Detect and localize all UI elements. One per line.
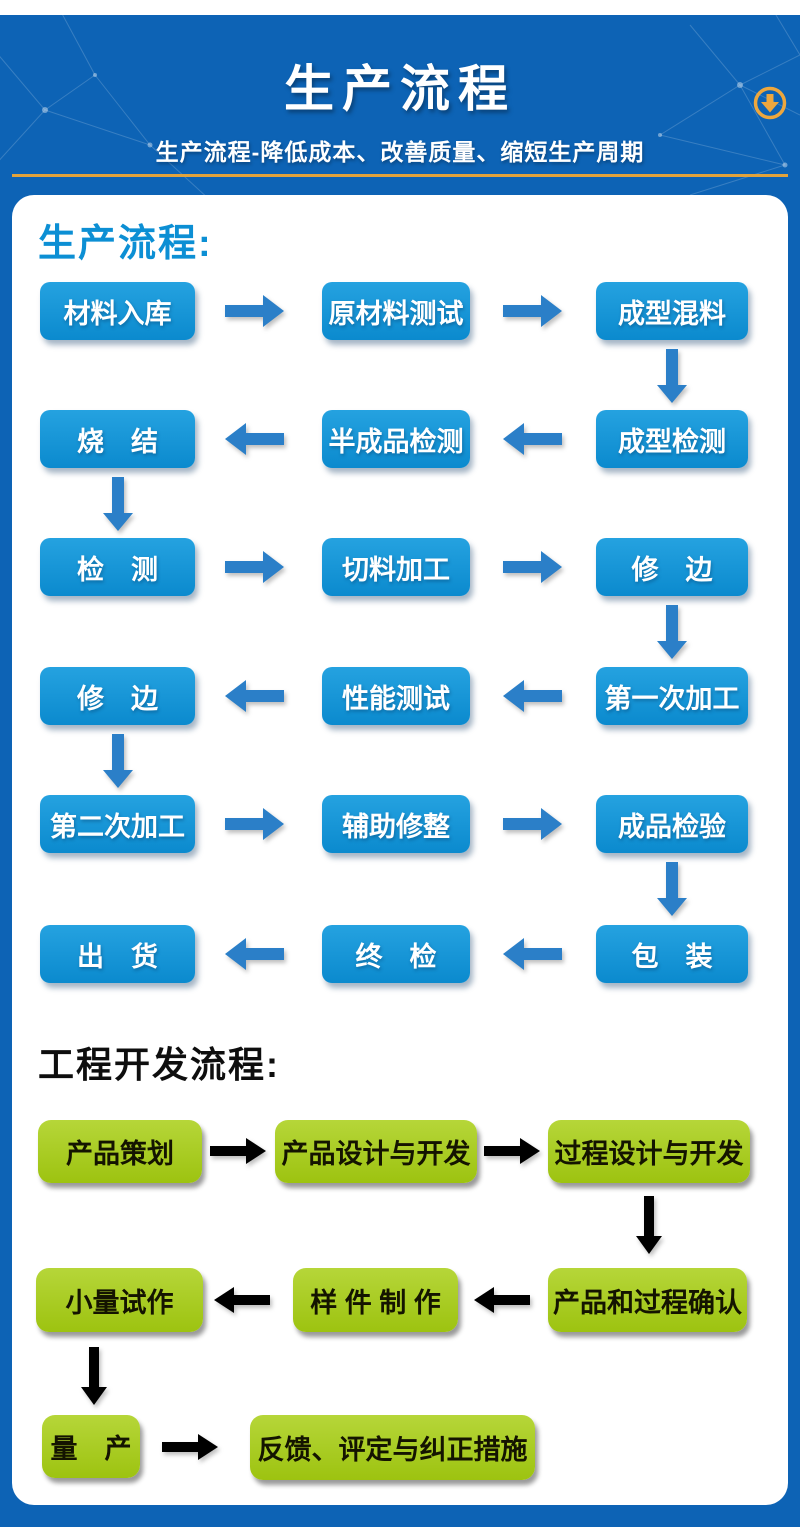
- dev-step-mass-production: 量 产: [42, 1415, 140, 1478]
- arrow-down-icon: [657, 605, 687, 659]
- arrow-right-icon: [210, 1138, 266, 1164]
- arrow-left-icon: [225, 680, 284, 712]
- flow-step-shipment: 出 货: [40, 925, 195, 983]
- arrow-right-icon: [225, 551, 284, 583]
- dev-step-process-design: 过程设计与开发: [548, 1120, 750, 1183]
- arrow-left-icon: [503, 423, 562, 455]
- production-section-heading: 生产流程:: [38, 223, 213, 265]
- page-header: 生产流程 生产流程-降低成本、改善质量、缩短生产周期: [0, 15, 800, 195]
- arrow-left-icon: [225, 938, 284, 970]
- page-subtitle: 生产流程-降低成本、改善质量、缩短生产周期: [155, 139, 645, 165]
- arrow-down-icon: [636, 1196, 662, 1254]
- flow-step-performance-test: 性能测试: [322, 667, 470, 725]
- flow-step-semifinished-inspect: 半成品检测: [322, 410, 470, 468]
- flow-step-packaging: 包 装: [596, 925, 748, 983]
- arrow-left-icon: [503, 680, 562, 712]
- arrow-down-icon: [657, 862, 687, 916]
- flow-step-finished-inspection: 成品检验: [596, 795, 748, 853]
- flow-step-auxiliary-finishing: 辅助修整: [322, 795, 470, 853]
- arrow-down-icon: [103, 477, 133, 531]
- flow-step-trimming: 修 边: [596, 538, 748, 596]
- flow-step-cutting-process: 切料加工: [322, 538, 470, 596]
- download-button[interactable]: [751, 84, 789, 122]
- arrow-down-icon: [103, 734, 133, 788]
- dev-step-product-process-confirm: 产品和过程确认: [548, 1268, 747, 1332]
- flow-step-trimming-2: 修 边: [40, 667, 195, 725]
- flow-step-molding-inspect: 成型检测: [596, 410, 748, 468]
- arrow-right-icon: [503, 551, 562, 583]
- flow-step-inspection: 检 测: [40, 538, 195, 596]
- flow-step-molding-mix: 成型混料: [596, 282, 748, 340]
- arrow-down-icon: [657, 349, 687, 403]
- download-icon: [753, 86, 787, 120]
- arrow-left-icon: [214, 1287, 270, 1313]
- accent-divider-line: [12, 174, 788, 177]
- flow-step-first-machining: 第一次加工: [596, 667, 748, 725]
- dev-step-product-planning: 产品策划: [38, 1120, 202, 1183]
- dev-step-small-batch-trial: 小量试作: [36, 1268, 203, 1332]
- arrow-right-icon: [484, 1138, 540, 1164]
- footer-band: [0, 1505, 800, 1527]
- arrow-left-icon: [474, 1287, 530, 1313]
- arrow-right-icon: [503, 808, 562, 840]
- arrow-right-icon: [162, 1434, 218, 1460]
- dev-step-product-design: 产品设计与开发: [275, 1120, 477, 1183]
- arrow-left-icon: [225, 423, 284, 455]
- flow-step-raw-material-test: 原材料测试: [322, 282, 470, 340]
- flow-step-sintering: 烧 结: [40, 410, 195, 468]
- engineering-section-heading: 工程开发流程:: [38, 1044, 280, 1085]
- arrow-right-icon: [225, 295, 284, 327]
- arrow-right-icon: [225, 808, 284, 840]
- network-pattern-decoration: [0, 15, 800, 195]
- flow-step-final-check: 终 检: [322, 925, 470, 983]
- arrow-left-icon: [503, 938, 562, 970]
- arrow-down-icon: [81, 1347, 107, 1405]
- dev-step-sample-making: 样 件 制 作: [293, 1268, 458, 1332]
- dev-step-feedback-corrective-actions: 反馈、评定与纠正措施: [250, 1415, 535, 1480]
- page-title: 生产流程: [284, 61, 516, 117]
- flow-step-material-inbound: 材料入库: [40, 282, 195, 340]
- arrow-right-icon: [503, 295, 562, 327]
- flow-step-second-machining: 第二次加工: [40, 795, 195, 853]
